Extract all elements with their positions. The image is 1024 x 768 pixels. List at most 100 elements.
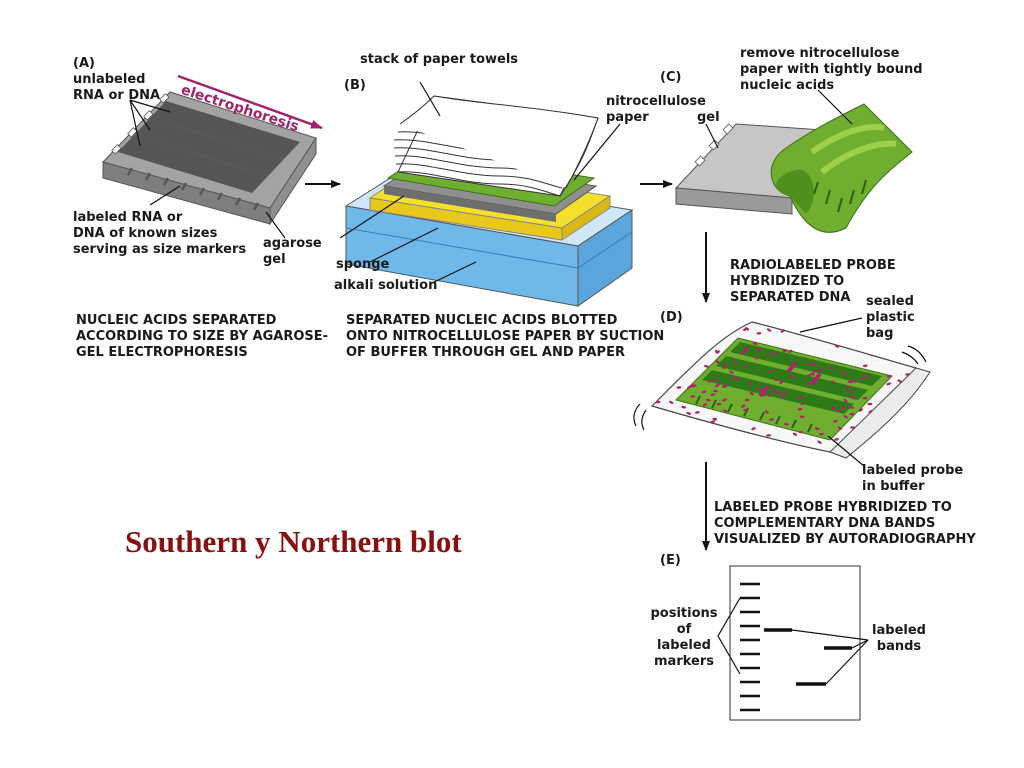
probe-dot <box>714 383 719 388</box>
probe-dot <box>741 404 746 408</box>
probe-dot <box>832 419 838 423</box>
panel-a-letter: (A) <box>73 56 95 71</box>
probe-dot <box>773 351 778 355</box>
probe-dot <box>715 359 720 364</box>
probe-dot <box>780 329 785 333</box>
panel-b-letter: (B) <box>344 78 366 93</box>
probe-dot <box>686 412 692 415</box>
probe-dot <box>742 365 748 369</box>
probe-dot <box>886 382 891 386</box>
probe-dot <box>676 386 682 389</box>
probe-dot <box>905 373 910 376</box>
probe-dot <box>743 348 749 352</box>
probe-dot <box>841 406 846 409</box>
probe-dot <box>849 412 855 416</box>
panel-c-letter: (C) <box>660 70 682 85</box>
probe-dot <box>767 393 772 397</box>
probe-dot <box>774 378 780 381</box>
probe-dot <box>713 378 719 382</box>
probe-dot <box>704 364 709 368</box>
probe-dot <box>695 411 700 414</box>
autoradiograph-e <box>729 565 861 721</box>
probe-dot <box>743 327 748 331</box>
probe-dot <box>722 366 727 369</box>
blot-stack-b <box>344 95 634 307</box>
probe-dot <box>731 376 737 380</box>
probe-dot <box>781 391 787 394</box>
probe-dot <box>817 368 823 372</box>
probe-dot <box>800 401 805 406</box>
probe-dot <box>812 370 817 374</box>
probe-dot <box>806 374 812 377</box>
probe-dot <box>850 426 856 429</box>
probe-dot <box>766 434 771 437</box>
probe-dot <box>708 379 713 383</box>
panel-e-letter: (E) <box>660 553 681 568</box>
probe-dot <box>817 440 822 444</box>
sponge-label: sponge <box>336 257 390 272</box>
probe-dot <box>769 418 774 421</box>
probe-dot <box>806 362 812 366</box>
probe-dot <box>837 426 842 430</box>
probe-dot <box>798 395 803 399</box>
probe-dot <box>743 408 749 412</box>
probe-dot <box>722 398 727 402</box>
probe-dot <box>764 410 769 414</box>
probe-dot <box>834 438 839 441</box>
probe-dot <box>744 346 749 350</box>
probe-dot <box>848 390 854 394</box>
probe-dot <box>774 391 780 395</box>
probe-dot <box>868 409 873 414</box>
probe-dot <box>715 350 720 354</box>
probe-dot <box>701 390 707 394</box>
gel-peel-c <box>674 103 913 233</box>
probe-dot <box>747 381 752 386</box>
probe-dot <box>705 398 711 402</box>
probe-dot <box>862 364 868 368</box>
probe-dot <box>798 430 804 434</box>
probe-dot <box>760 393 766 397</box>
probe-dot <box>843 398 848 403</box>
probe-dot <box>756 348 762 351</box>
probe-dot <box>740 351 746 355</box>
probe-dot <box>836 408 841 412</box>
probe-dot <box>831 406 836 411</box>
probe-dot <box>849 406 855 409</box>
probe-dot <box>834 344 840 348</box>
probe-dot <box>716 402 722 406</box>
probe-dot <box>713 389 718 393</box>
probe-dot <box>681 405 687 409</box>
probe-dot <box>812 363 817 366</box>
agarose-gel-a <box>102 91 317 226</box>
page-title: Southern y Northern blot <box>125 524 462 559</box>
alkali-label: alkali solution <box>334 278 438 293</box>
paper-towels-label: stack of paper towels <box>360 52 519 67</box>
probe-dot <box>829 366 834 370</box>
probe-dot <box>768 369 773 373</box>
probe-dot <box>790 375 795 379</box>
probe-dot <box>756 332 762 335</box>
probe-dot <box>712 417 718 421</box>
probe-dot <box>752 342 758 345</box>
probe-dot <box>792 432 798 436</box>
probe-dots <box>655 327 910 444</box>
probe-dot <box>766 328 772 332</box>
probe-dot <box>843 415 848 419</box>
probe-dot <box>756 388 761 391</box>
probe-dot <box>749 391 754 396</box>
probe-dot <box>830 380 836 384</box>
probe-dot <box>819 432 824 436</box>
electrophoresis-arrow <box>177 74 323 130</box>
probe-dot <box>655 400 661 404</box>
probe-dot <box>689 384 695 387</box>
